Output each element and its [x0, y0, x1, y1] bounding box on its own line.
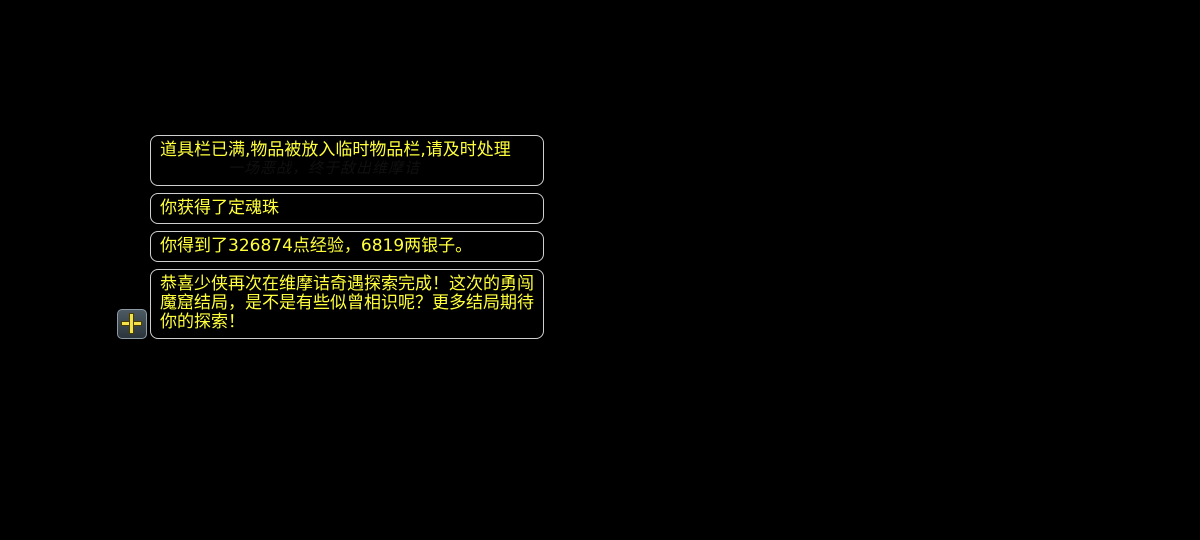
system-message: 道具栏已满,物品被放入临时物品栏,请及时处理 [150, 135, 544, 186]
system-message: 你得到了326874点经验，6819两银子。 [150, 231, 544, 262]
expand-messages-button[interactable] [117, 309, 147, 339]
system-message: 恭喜少侠再次在维摩诘奇遇探索完成！这次的勇闯魔窟结局，是不是有些似曾相识呢？更多… [150, 269, 544, 339]
plus-icon [121, 313, 142, 334]
system-message: 你获得了定魂珠 [150, 193, 544, 224]
system-message-panel: 道具栏已满,物品被放入临时物品栏,请及时处理 你获得了定魂珠 你得到了32687… [150, 135, 544, 346]
